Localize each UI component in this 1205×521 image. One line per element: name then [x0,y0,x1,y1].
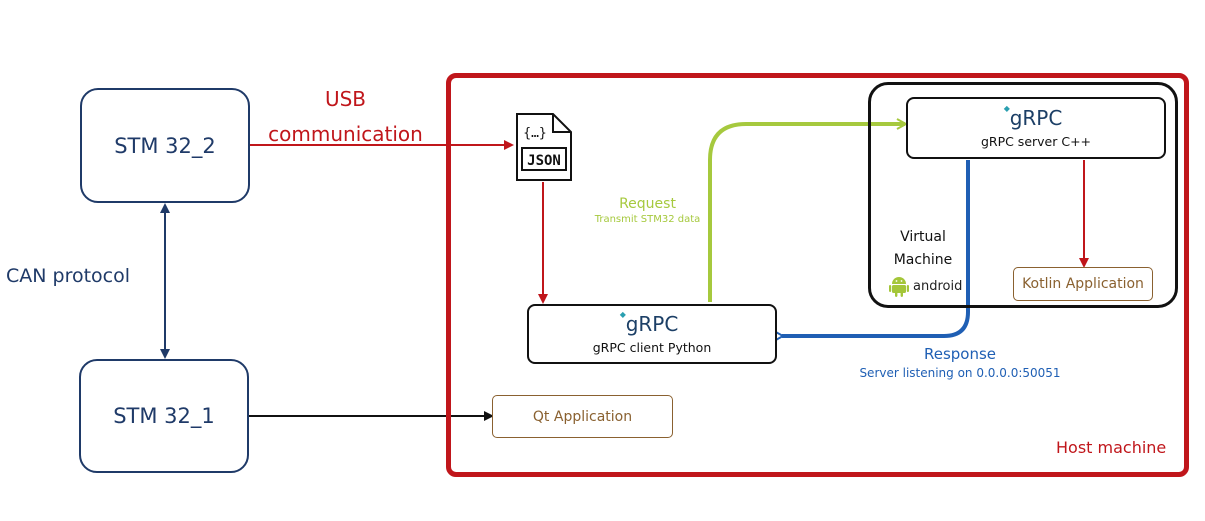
usb-label-line1: USB [324,87,367,111]
android-robot-icon [889,277,909,297]
virtual-machine-frame [868,82,1178,308]
android-logo: android [889,275,962,297]
grpc-client-node: ◆ gRPC gRPC client Python [527,304,777,364]
grpc-logo-icon: ◆ [619,309,626,319]
usb-label-line2: communication [268,122,423,146]
stm32-1-label: STM 32_1 [113,404,215,428]
stm32-2-label: STM 32_2 [114,133,216,158]
json-braces-text: {…} [523,126,546,141]
qt-application-label: Qt Application [532,408,633,425]
kotlin-application-label: Kotlin Application [1022,276,1144,292]
host-machine-label: Host machine [1056,438,1167,457]
can-protocol-label: CAN protocol [6,265,131,287]
virtual-machine-label: Virtual Machine [878,226,968,272]
response-title: Response [923,345,997,363]
request-label: Request Transmit STM32 data [580,196,715,225]
host-machine-frame [446,73,1189,477]
grpc-server-label: gRPC server C++ [980,133,1092,149]
response-path [782,160,970,336]
grpc-server-logo: ◆ gRPC [1003,103,1063,130]
response-label: Response Server listening on 0.0.0.0:500… [840,345,1080,380]
kotlin-application-node: Kotlin Application [1013,267,1153,301]
request-detail: Transmit STM32 data [594,214,701,225]
json-file-icon: {…} JSON [516,113,572,181]
grpc-server-node: ◆ gRPC gRPC server C++ [906,97,1166,159]
stm32-1-node: STM 32_1 [79,359,249,473]
json-icon-text: JSON [527,153,561,169]
grpc-client-label: gRPC client Python [592,339,712,355]
request-path [708,124,905,302]
stm32-2-node: STM 32_2 [80,88,250,203]
virtual-machine-line1: Virtual [900,229,946,245]
grpc-logo-icon: ◆ [1003,103,1010,113]
android-wordmark: android [913,278,963,294]
request-title: Request [619,196,676,212]
qt-application-node: Qt Application [492,395,673,438]
usb-label: USB communication [258,82,433,152]
grpc-client-logo: ◆ gRPC [619,309,679,336]
response-detail: Server listening on 0.0.0.0:50051 [859,366,1061,380]
virtual-machine-line2: Machine [893,252,953,268]
